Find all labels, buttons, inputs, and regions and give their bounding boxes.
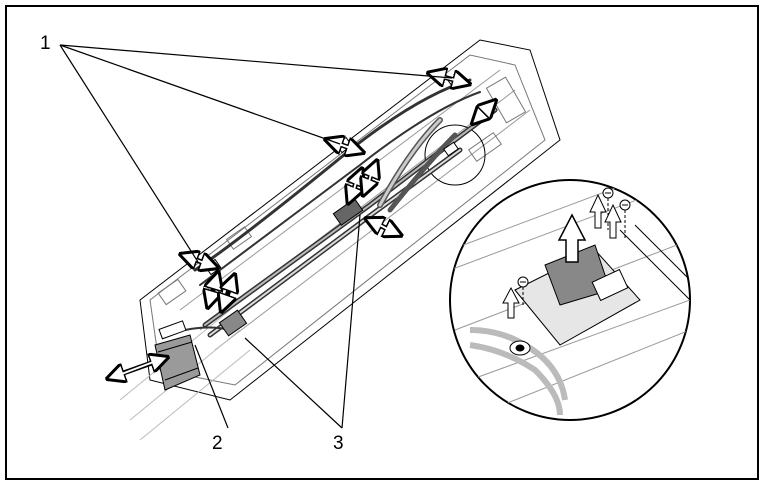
callout-3: 3 [333, 433, 344, 454]
screw-icon [517, 187, 631, 305]
detail-indicator-circle [424, 124, 486, 186]
leader-lines [59, 44, 453, 429]
up-arrow-icon [502, 193, 622, 319]
callout-1: 1 [40, 33, 51, 54]
detail-inset [449, 179, 691, 421]
callout-2: 2 [212, 433, 223, 454]
